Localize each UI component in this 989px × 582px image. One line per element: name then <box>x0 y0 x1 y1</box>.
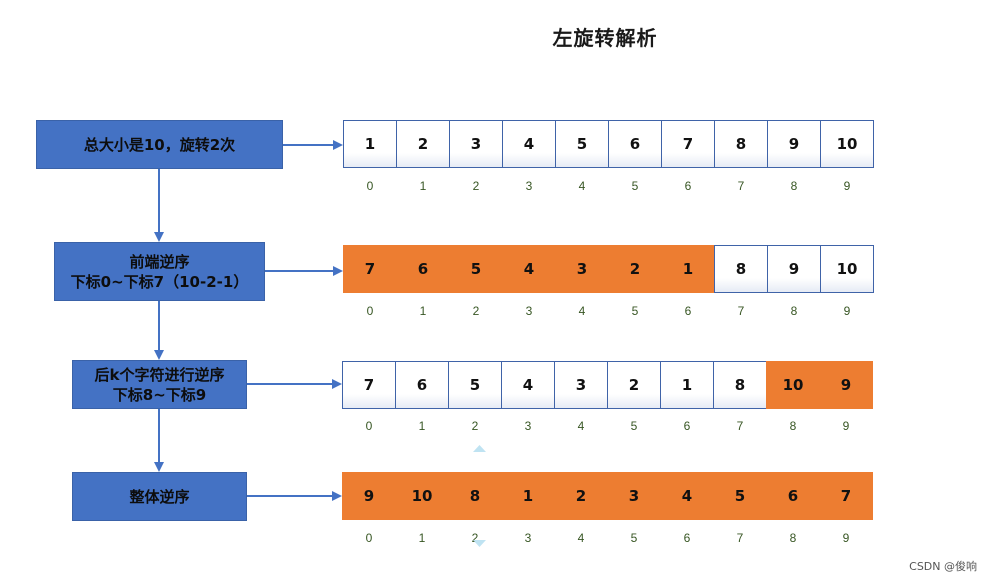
array-3-index-1: 1 <box>418 419 426 433</box>
array-2-index-6: 6 <box>684 304 692 318</box>
array-3-index-9: 9 <box>842 419 850 433</box>
diagram-title: 左旋转解析 <box>552 26 658 50</box>
array-4-index-0: 0 <box>365 531 373 545</box>
array-2-index-8: 8 <box>790 304 798 318</box>
array-3-cell-0: 7 <box>342 361 396 409</box>
step-3-line-1: 后k个字符进行逆序 <box>94 365 225 384</box>
array-2-cell-4: 3 <box>555 245 609 293</box>
step-3-line-2: 下标8~下标9 <box>112 385 207 404</box>
array-4-index-7: 7 <box>736 531 744 545</box>
array-1-cell-0: 1 <box>343 120 397 168</box>
array-2-index-9: 9 <box>843 304 851 318</box>
small-up-triangle <box>473 445 486 452</box>
array-4-cell-5: 3 <box>607 472 661 520</box>
array-4-cell-2: 8 <box>448 472 502 520</box>
array-4-index-2: 2 <box>471 531 479 545</box>
array-2-index-1: 1 <box>419 304 427 318</box>
array-2-index-5: 5 <box>631 304 639 318</box>
step-1-line-1: 总大小是10，旋转2次 <box>83 135 236 154</box>
array-4-cell-7: 5 <box>713 472 767 520</box>
array-3-index-8: 8 <box>789 419 797 433</box>
array-3-index-2: 2 <box>471 419 479 433</box>
array-1-cell-6: 7 <box>661 120 715 168</box>
array-1-cell-9: 10 <box>820 120 874 168</box>
array-1-index-2: 2 <box>472 179 480 193</box>
array-1-index-6: 6 <box>684 179 692 193</box>
array-1-index-9: 9 <box>843 179 851 193</box>
array-3-cell-9: 9 <box>819 361 873 409</box>
array-4-cell-0: 9 <box>342 472 396 520</box>
step-box-1: 总大小是10，旋转2次 <box>36 120 283 169</box>
array-1-index-3: 3 <box>525 179 533 193</box>
index-row-2: 0 1 2 3 4 5 6 7 8 9 <box>343 304 874 318</box>
array-3-cell-8: 10 <box>766 361 820 409</box>
array-1-cell-3: 4 <box>502 120 556 168</box>
array-3-index-0: 0 <box>365 419 373 433</box>
step-2-line-2: 下标0~下标7（10-2-1） <box>70 272 249 291</box>
watermark: CSDN @俊响 <box>909 560 977 573</box>
array-3-cell-2: 5 <box>448 361 502 409</box>
array-1-index-7: 7 <box>737 179 745 193</box>
array-1-cell-1: 2 <box>396 120 450 168</box>
array-4-index-5: 5 <box>630 531 638 545</box>
array-2-cell-6: 1 <box>661 245 715 293</box>
array-2-cell-1: 6 <box>396 245 450 293</box>
array-3-index-4: 4 <box>577 419 585 433</box>
array-4-cell-1: 10 <box>395 472 449 520</box>
array-2-index-7: 7 <box>737 304 745 318</box>
array-3-index-3: 3 <box>524 419 532 433</box>
step-4-line-1: 整体逆序 <box>129 487 190 506</box>
array-4-index-3: 3 <box>524 531 532 545</box>
array-2-index-4: 4 <box>578 304 586 318</box>
array-4-cell-6: 4 <box>660 472 714 520</box>
array-3-cell-1: 6 <box>395 361 449 409</box>
index-row-1: 0 1 2 3 4 5 6 7 8 9 <box>343 179 874 193</box>
array-2-cell-3: 4 <box>502 245 556 293</box>
array-3-index-6: 6 <box>683 419 691 433</box>
array-3-index-5: 5 <box>630 419 638 433</box>
small-down-triangle <box>473 540 486 547</box>
array-4-index-4: 4 <box>577 531 585 545</box>
array-1-cell-4: 5 <box>555 120 609 168</box>
array-1-index-8: 8 <box>790 179 798 193</box>
array-1-index-4: 4 <box>578 179 586 193</box>
step-box-3: 后k个字符进行逆序 下标8~下标9 <box>72 360 247 409</box>
array-2-cell-7: 8 <box>714 245 768 293</box>
array-4-index-8: 8 <box>789 531 797 545</box>
array-2-cell-2: 5 <box>449 245 503 293</box>
array-1-cell-7: 8 <box>714 120 768 168</box>
array-2-index-2: 2 <box>472 304 480 318</box>
array-3-cell-3: 4 <box>501 361 555 409</box>
array-4-index-1: 1 <box>418 531 426 545</box>
array-1-index-1: 1 <box>419 179 427 193</box>
array-2-cell-5: 2 <box>608 245 662 293</box>
array-4-cell-4: 2 <box>554 472 608 520</box>
array-1-cell-2: 3 <box>449 120 503 168</box>
array-1-index-0: 0 <box>366 179 374 193</box>
array-4-cell-9: 7 <box>819 472 873 520</box>
index-row-4: 0 1 2 3 4 5 6 7 8 9 <box>342 531 873 545</box>
array-4-index-6: 6 <box>683 531 691 545</box>
array-4-cell-8: 6 <box>766 472 820 520</box>
array-2-index-3: 3 <box>525 304 533 318</box>
array-4-cell-3: 1 <box>501 472 555 520</box>
array-1-index-5: 5 <box>631 179 639 193</box>
step-box-2: 前端逆序 下标0~下标7（10-2-1） <box>54 242 265 301</box>
array-1-cell-5: 6 <box>608 120 662 168</box>
array-2-index-0: 0 <box>366 304 374 318</box>
step-box-4: 整体逆序 <box>72 472 247 521</box>
array-4-index-9: 9 <box>842 531 850 545</box>
array-2-cell-0: 7 <box>343 245 397 293</box>
array-2-cell-9: 10 <box>820 245 874 293</box>
array-3-index-7: 7 <box>736 419 744 433</box>
index-row-3: 0 1 2 3 4 5 6 7 8 9 <box>342 419 873 433</box>
array-3-cell-4: 3 <box>554 361 608 409</box>
step-2-line-1: 前端逆序 <box>129 252 190 271</box>
